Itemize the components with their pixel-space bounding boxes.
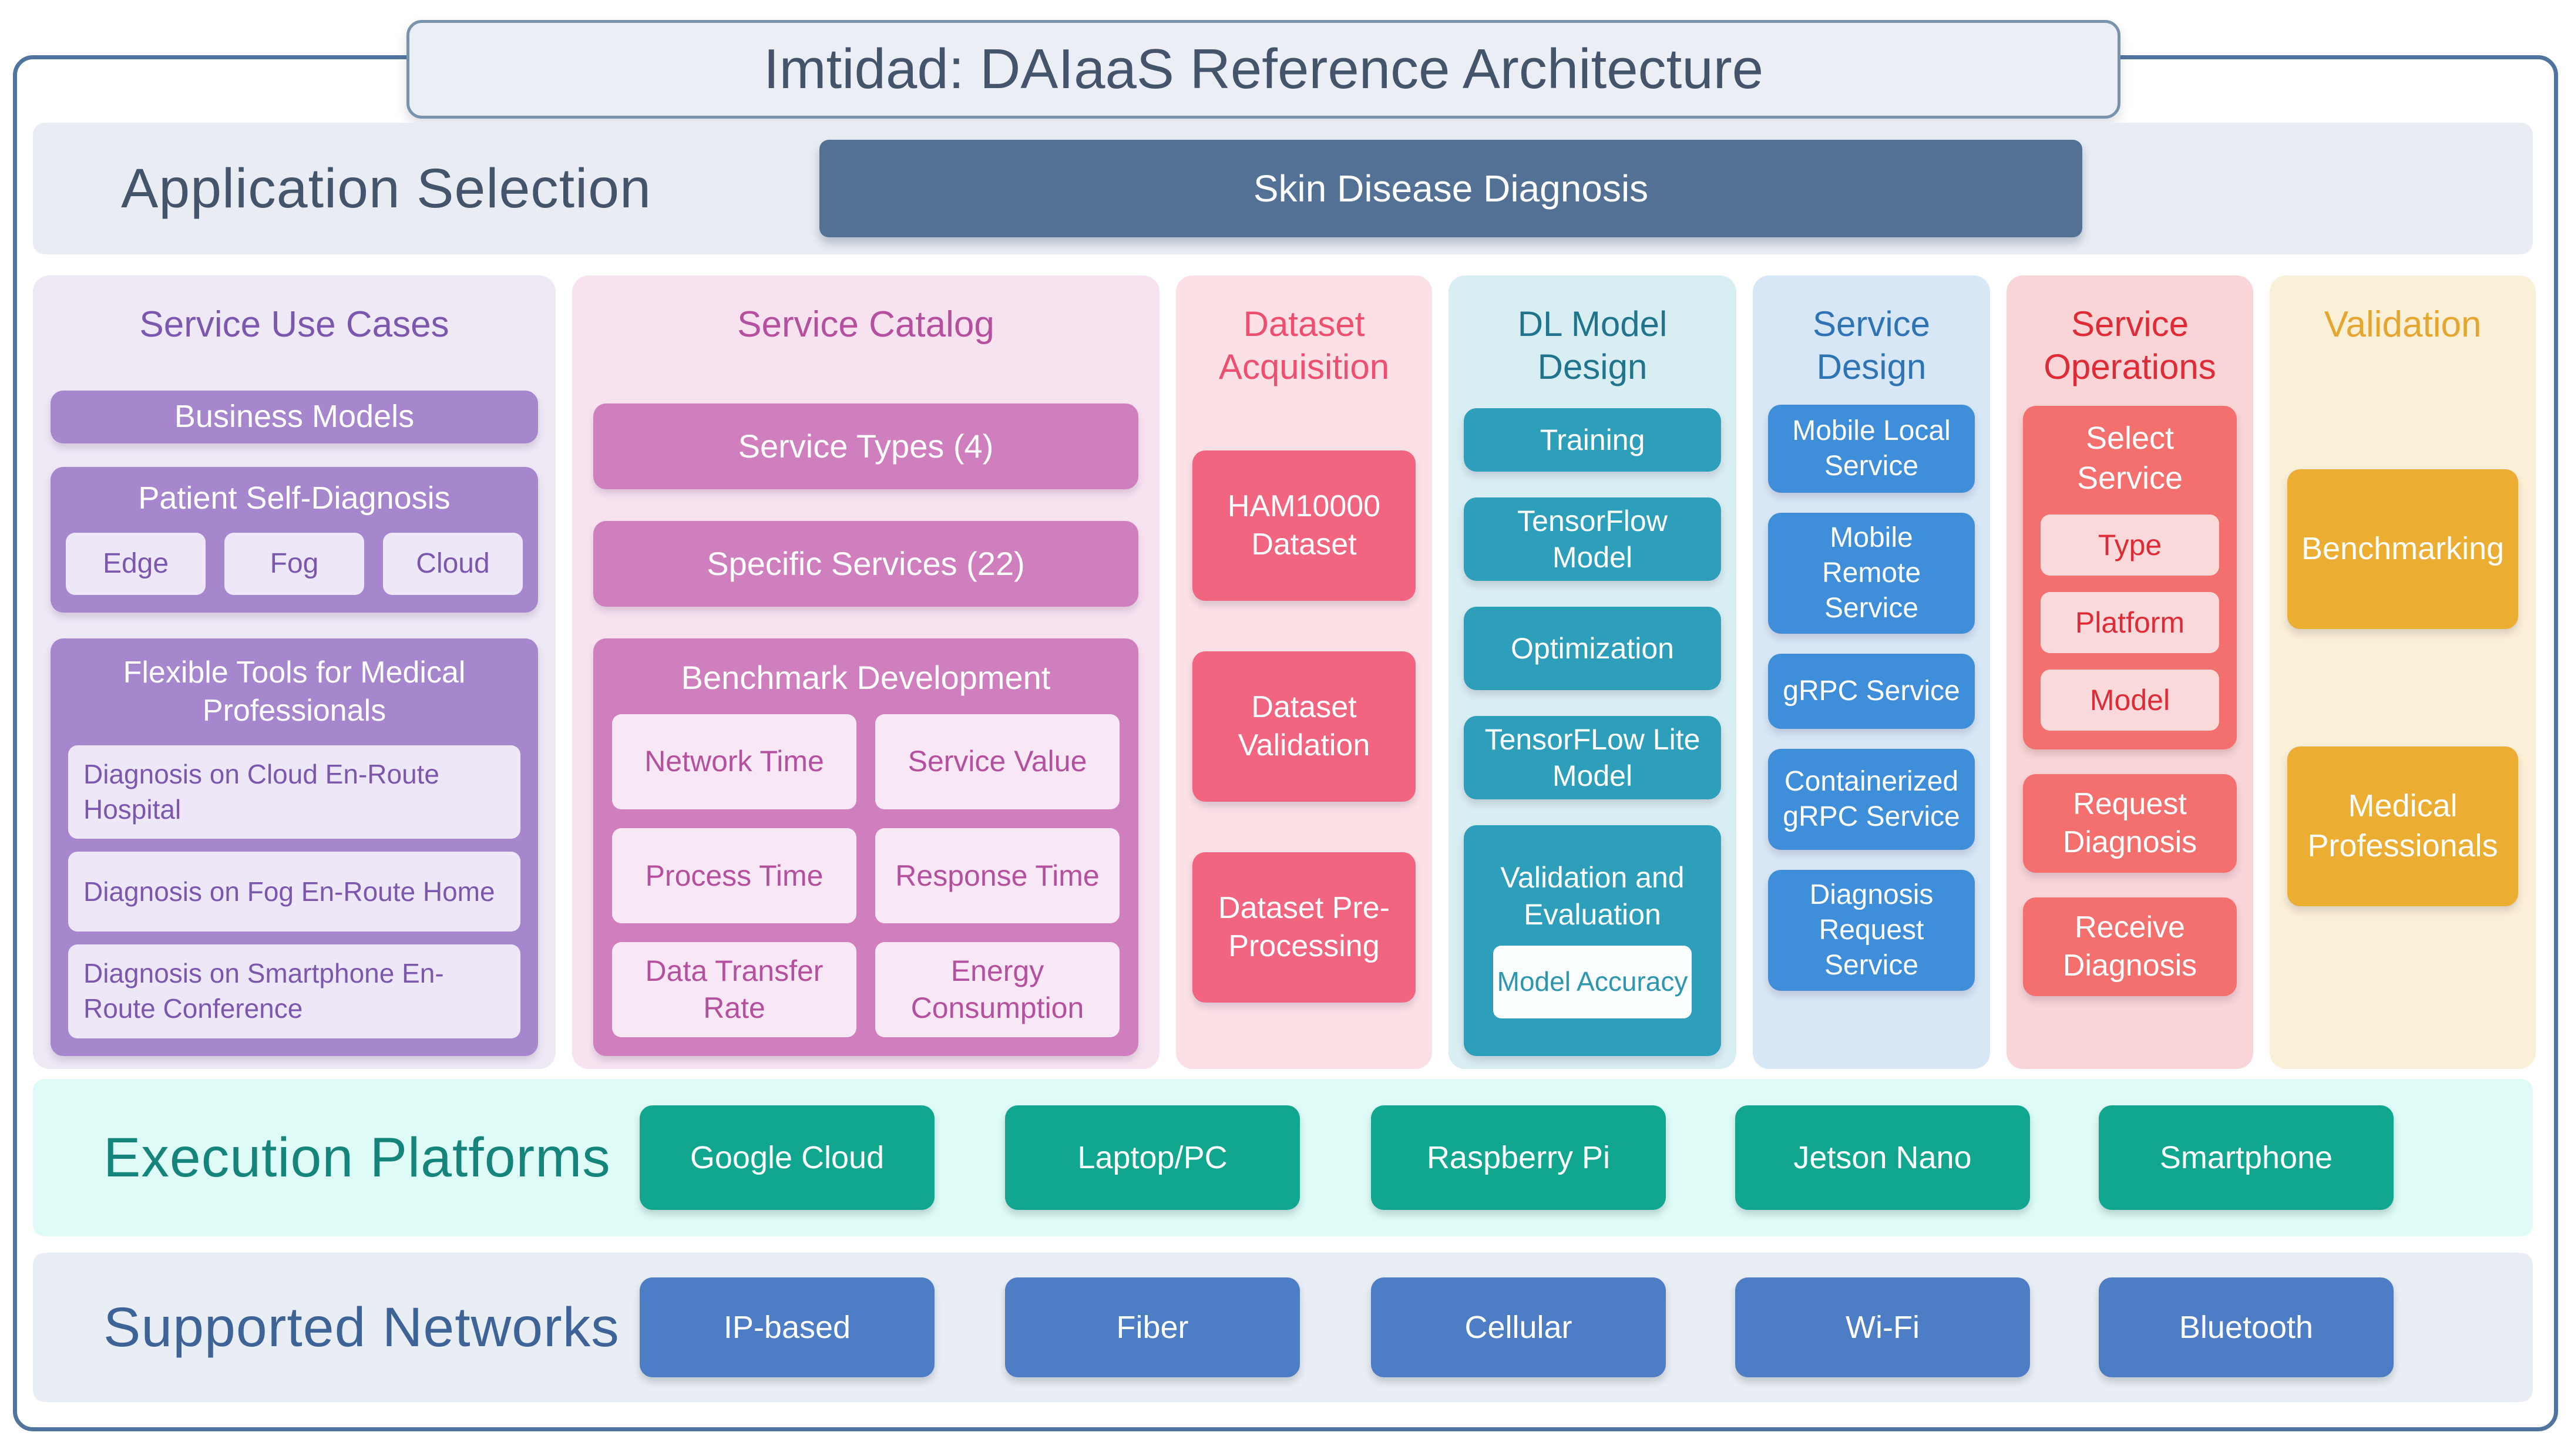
box-dataset-validation: Dataset Validation [1192, 651, 1416, 802]
box-mobile-local-service: Mobile Local Service [1768, 405, 1975, 493]
column-header: Dataset Acquisition [1218, 304, 1390, 387]
box-request-diagnosis: Request Diagnosis [2023, 774, 2237, 873]
metric-energy-consumption: Energy Consumption [875, 941, 1120, 1037]
box-diagnosis-request-service: Diagnosis Request Service [1768, 870, 1975, 991]
platform-smartphone: Smartphone [2099, 1105, 2394, 1210]
box-validation-and-evaluation: Validation and Evaluation Model Accuracy [1464, 825, 1721, 1056]
column-header: Service Design [1812, 304, 1931, 387]
box-specific-services: Specific Services (22) [593, 520, 1138, 607]
supported-networks-label: Supported Networks [103, 1296, 620, 1359]
box-ham10000-dataset: HAM10000 Dataset [1192, 450, 1416, 601]
column-service-use-cases: Service Use Cases Business Models Patien… [33, 275, 556, 1069]
flexible-tools-title: Flexible Tools for Medical Professionals [123, 655, 466, 728]
metric-network-time: Network Time [612, 714, 856, 809]
execution-platforms-row: Execution Platforms Google Cloud Laptop/… [33, 1079, 2533, 1236]
column-service-operations: Service Operations Select Service Type P… [2007, 275, 2253, 1069]
box-medical-professionals: Medical Professionals [2287, 746, 2519, 906]
metric-data-transfer-rate: Data Transfer Rate [612, 941, 856, 1037]
box-tensorflow-lite-model: TensorFLow Lite Model [1464, 716, 1721, 800]
option-platform: Platform [2041, 592, 2219, 654]
diagram-title: Imtidad: DAIaaS Reference Architecture [406, 20, 2120, 119]
column-validation: Validation Benchmarking Medical Professi… [2270, 275, 2536, 1069]
selected-application-box: Skin Disease Diagnosis [819, 140, 2082, 237]
box-select-service: Select Service Type Platform Model [2023, 406, 2237, 750]
network-cellular: Cellular [1371, 1277, 1666, 1377]
column-header: Service Use Cases [139, 304, 449, 345]
option-cloud: Cloud [383, 532, 523, 595]
validation-evaluation-title: Validation and Evaluation [1500, 861, 1685, 931]
select-service-title: Select Service [2076, 421, 2183, 496]
platform-jetson-nano: Jetson Nano [1735, 1105, 2030, 1210]
box-benchmark-development: Benchmark Development Network Time Servi… [593, 638, 1138, 1056]
option-model: Model [2041, 670, 2219, 731]
flexible-tools-item: Diagnosis on Cloud En-Route Hospital [68, 745, 520, 839]
box-containerized-grpc-service: Containerized gRPC Service [1768, 749, 1975, 850]
application-selection-label: Application Selection [121, 157, 651, 220]
option-fog: Fog [224, 532, 364, 595]
column-service-catalog: Service Catalog Service Types (4) Specif… [572, 275, 1160, 1069]
box-tensorflow-model: TensorFlow Model [1464, 497, 1721, 581]
box-benchmarking: Benchmarking [2287, 469, 2519, 629]
benchmark-development-title: Benchmark Development [681, 658, 1051, 696]
metric-service-value: Service Value [875, 714, 1120, 809]
column-dataset-acquisition: Dataset Acquisition HAM10000 Dataset Dat… [1176, 275, 1432, 1069]
column-dl-model-design: DL Model Design Training TensorFlow Mode… [1449, 275, 1736, 1069]
box-grpc-service: gRPC Service [1768, 654, 1975, 729]
box-service-types: Service Types (4) [593, 403, 1138, 489]
platform-laptop-pc: Laptop/PC [1005, 1105, 1300, 1210]
network-fiber: Fiber [1005, 1277, 1300, 1377]
box-patient-self-diagnosis: Patient Self-Diagnosis Edge Fog Cloud [51, 466, 538, 613]
network-bluetooth: Bluetooth [2099, 1277, 2394, 1377]
patient-self-diagnosis-title: Patient Self-Diagnosis [138, 480, 451, 516]
supported-networks-row: Supported Networks IP-based Fiber Cellul… [33, 1253, 2533, 1402]
box-dataset-preprocessing: Dataset Pre-Processing [1192, 852, 1416, 1003]
patient-self-diagnosis-options: Edge Fog Cloud [66, 532, 523, 595]
metric-response-time: Response Time [875, 828, 1120, 923]
column-header: Validation [2324, 304, 2482, 345]
column-header: Service Catalog [737, 304, 994, 345]
box-business-models: Business Models [51, 390, 538, 443]
box-mobile-remote-service: Mobile Remote Service [1768, 513, 1975, 634]
benchmark-metrics-grid: Network Time Service Value Process Time … [612, 714, 1120, 1037]
network-ip-based: IP-based [640, 1277, 935, 1377]
main-columns-row: Service Use Cases Business Models Patien… [33, 275, 2536, 1069]
box-training: Training [1464, 408, 1721, 472]
column-service-design: Service Design Mobile Local Service Mobi… [1753, 275, 1990, 1069]
application-selection-bar: Application Selection Skin Disease Diagn… [33, 123, 2533, 254]
option-type: Type [2041, 515, 2219, 576]
box-flexible-tools: Flexible Tools for Medical Professionals… [51, 638, 538, 1056]
network-wifi: Wi-Fi [1735, 1277, 2030, 1377]
column-header: DL Model Design [1517, 304, 1668, 387]
box-model-accuracy: Model Accuracy [1493, 946, 1692, 1019]
box-optimization: Optimization [1464, 607, 1721, 691]
column-header: Service Operations [2044, 304, 2216, 387]
flexible-tools-item: Diagnosis on Smartphone En-Route Confere… [68, 944, 520, 1038]
metric-process-time: Process Time [612, 828, 856, 923]
platform-raspberry-pi: Raspberry Pi [1371, 1105, 1666, 1210]
option-edge: Edge [66, 532, 206, 595]
platform-google-cloud: Google Cloud [640, 1105, 935, 1210]
execution-platforms-label: Execution Platforms [103, 1126, 611, 1189]
box-receive-diagnosis: Receive Diagnosis [2023, 897, 2237, 997]
flexible-tools-item: Diagnosis on Fog En-Route Home [68, 852, 520, 932]
